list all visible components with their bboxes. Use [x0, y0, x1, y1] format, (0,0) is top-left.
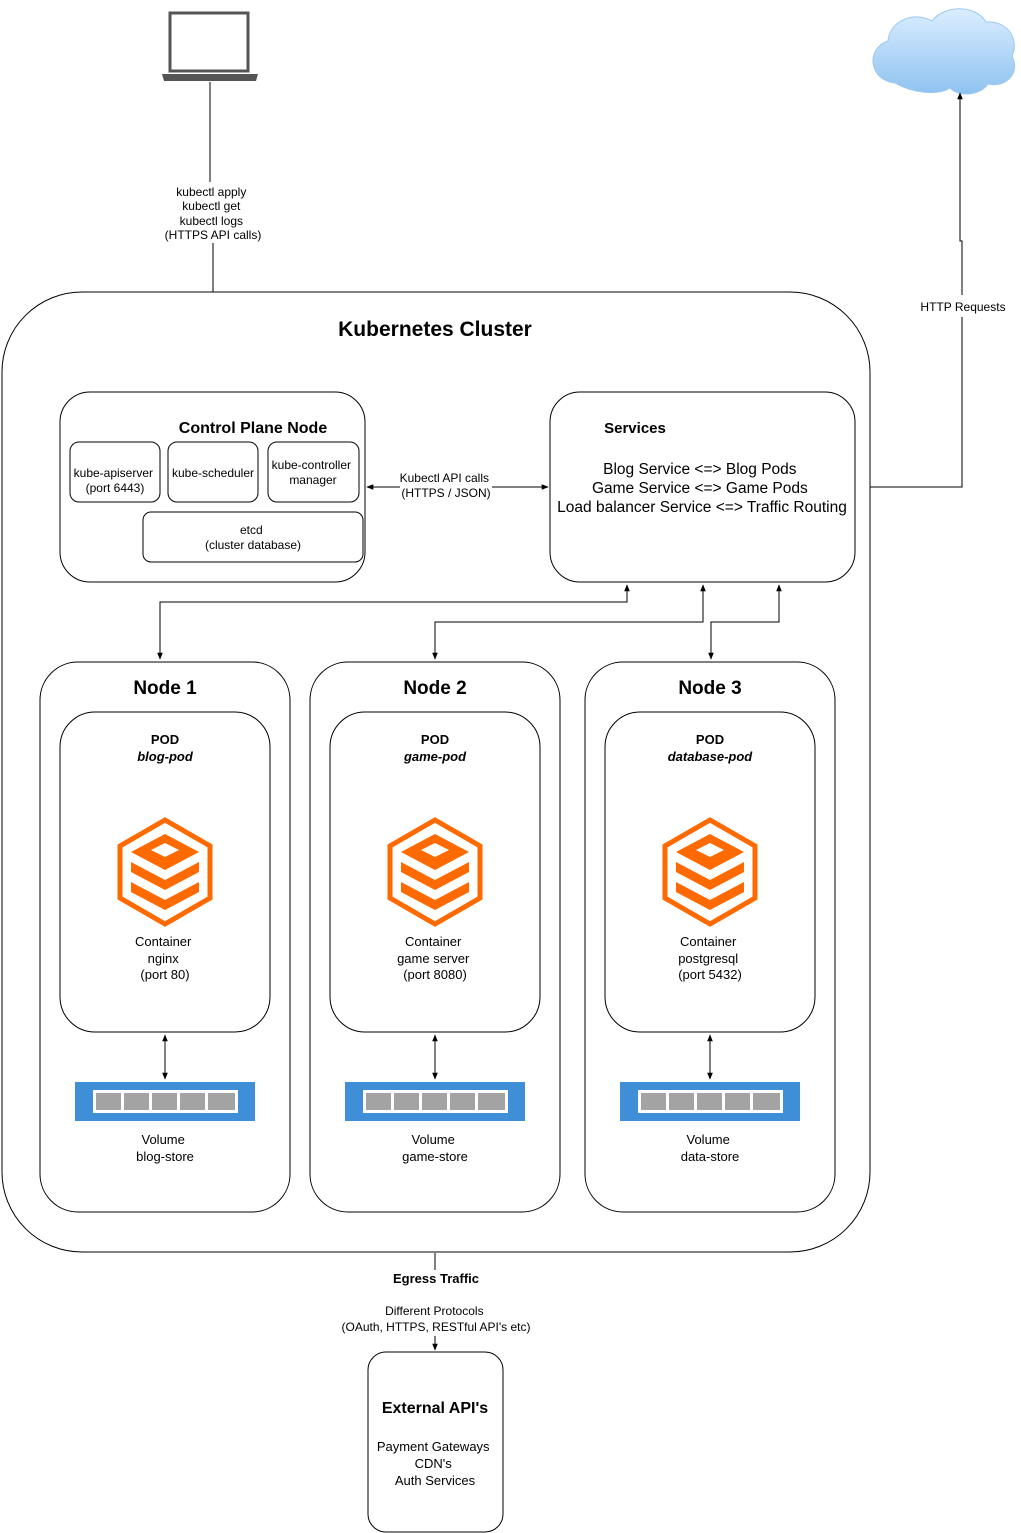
http-requests-label: HTTP Requests: [920, 300, 1005, 314]
kube-scheduler-label: kube-scheduler: [172, 466, 254, 480]
services-mapping: Blog Service <=> Blog Pods Game Service …: [557, 461, 847, 516]
volume-label: Volume game-store: [402, 1132, 468, 1164]
container-icon: [387, 817, 483, 927]
http-requests-arrow-in: [857, 317, 963, 490]
kubectl-label: kubectl apply kubectl get kubectl logs (…: [165, 185, 262, 242]
node-3: Node 3 POD database-pod Container postgr…: [584, 661, 836, 1213]
pod-name: blog-pod: [137, 749, 194, 764]
services-title: Services: [604, 420, 666, 437]
volume-label: Volume data-store: [681, 1132, 740, 1164]
pod-label: POD: [696, 732, 724, 747]
node-title: Node 2: [403, 678, 466, 699]
kube-controller-manager-box: [267, 441, 360, 503]
node-2: Node 2 POD game-pod Container game serve…: [309, 661, 561, 1213]
api-link-label: Kubectl API calls (HTTPS / JSON): [400, 471, 493, 500]
http-requests-arrow-up: [957, 92, 963, 295]
cluster-title: Kubernetes Cluster: [338, 318, 532, 341]
egress-title: Egress Traffic: [393, 1271, 479, 1286]
control-plane-title: Control Plane Node: [179, 420, 328, 437]
pod-name: database-pod: [668, 749, 754, 764]
kube-scheduler-box: [167, 441, 259, 503]
container-icon: [662, 817, 758, 927]
external-apis-box: [367, 1351, 504, 1533]
volume-icon: [75, 1082, 255, 1121]
services-node3-link: [708, 584, 782, 660]
pod-box: [604, 711, 816, 1033]
external-apis-list: Payment Gateways CDN's Auth Services: [377, 1439, 493, 1488]
egress-protocols: Different Protocols (OAuth, HTTPS, RESTf…: [341, 1304, 530, 1334]
container-label: Container game server (port 8080): [397, 934, 473, 982]
kube-controller-manager-label: kube-controller manager: [272, 458, 355, 487]
node-title: Node 1: [133, 678, 197, 699]
volume-label: Volume blog-store: [136, 1132, 194, 1164]
pod-box: [59, 711, 271, 1033]
kube-apiserver-label: kube-apiserver (port 6443): [74, 466, 157, 495]
pod-box: [329, 711, 541, 1033]
laptop-icon: [162, 11, 258, 81]
etcd-label: etcd (cluster database): [205, 523, 301, 552]
external-apis-title: External API's: [382, 1400, 488, 1417]
container-label: Container nginx (port 80): [135, 934, 195, 982]
services-box: [549, 391, 856, 583]
pod-label: POD: [151, 732, 179, 747]
volume-icon: [620, 1082, 800, 1121]
pod-label: POD: [421, 732, 449, 747]
etcd-box: [142, 511, 364, 563]
services-node2-link: [432, 584, 706, 660]
kube-apiserver-box: [69, 441, 161, 503]
pod-name: game-pod: [403, 749, 467, 764]
node-title: Node 3: [678, 678, 741, 699]
container-label: Container postgresql (port 5432): [678, 934, 742, 982]
node-1: Node 1 POD blog-pod Container nginx (por…: [39, 661, 291, 1213]
cloud-icon: [872, 8, 1015, 95]
container-icon: [117, 817, 213, 927]
volume-icon: [345, 1082, 525, 1121]
